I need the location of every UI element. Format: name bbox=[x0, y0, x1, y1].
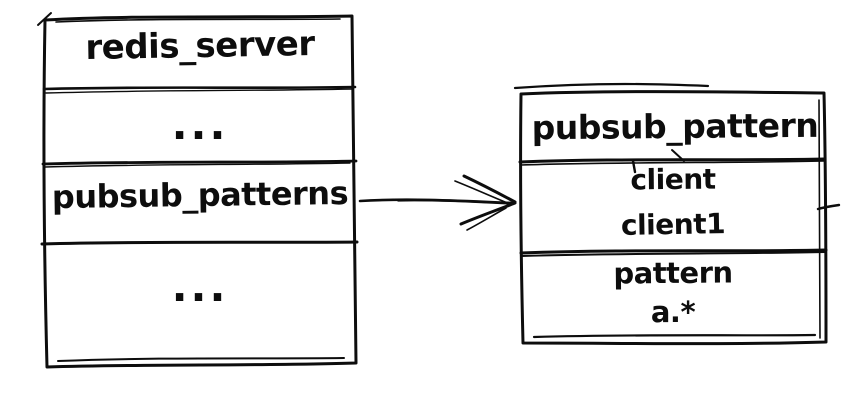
right-box-pattern-value: a.* bbox=[650, 295, 696, 329]
left-box-bottom-double-stroke bbox=[57, 357, 345, 362]
right-box-pattern-label: pattern bbox=[613, 255, 733, 291]
right-box-divider-2 bbox=[519, 248, 828, 255]
right-box-top-double-stroke bbox=[513, 82, 710, 90]
left-box-outline bbox=[42, 14, 358, 369]
right-box-title: pubsub_pattern bbox=[531, 105, 819, 148]
left-box-divider-2 bbox=[41, 159, 358, 166]
right-box-right-double-stroke bbox=[818, 99, 821, 339]
right-box-bottom-double-stroke bbox=[532, 333, 817, 339]
right-box-client-value: client1 bbox=[620, 207, 726, 242]
left-box-divider-1 bbox=[42, 85, 357, 91]
left-box-row-pubsub-patterns: pubsub_patterns bbox=[51, 173, 349, 217]
arrow-shaft bbox=[358, 198, 514, 205]
left-box-top-double-stroke bbox=[55, 18, 341, 23]
right-box-side-tick bbox=[816, 203, 841, 211]
left-box-title: redis_server bbox=[85, 24, 315, 68]
arrowhead-upper-stroke bbox=[462, 174, 517, 204]
arrowhead-upper-double bbox=[454, 180, 511, 205]
right-box-header-stray-stroke bbox=[671, 149, 685, 162]
arrowhead-lower-double bbox=[466, 207, 507, 231]
right-box-outline bbox=[519, 90, 828, 346]
right-box-client-label: client bbox=[630, 162, 716, 197]
right-box-divider-1 bbox=[518, 157, 827, 164]
left-box-corner-sketch bbox=[37, 12, 52, 26]
left-box-divider-3 bbox=[40, 240, 359, 246]
right-box-divider-1-double bbox=[520, 160, 825, 166]
arrowhead-lower-stroke bbox=[459, 201, 517, 226]
right-box-divider-2-double bbox=[521, 251, 826, 257]
left-box-divider-2-double bbox=[44, 162, 351, 168]
right-box-divider-1-tick bbox=[631, 159, 637, 174]
left-box-divider-1-double bbox=[45, 88, 353, 94]
arrow-shaft-double bbox=[397, 200, 509, 205]
left-box-row-ellipsis-bottom: ... bbox=[171, 262, 229, 311]
left-box-row-ellipsis-top: ... bbox=[171, 100, 229, 149]
